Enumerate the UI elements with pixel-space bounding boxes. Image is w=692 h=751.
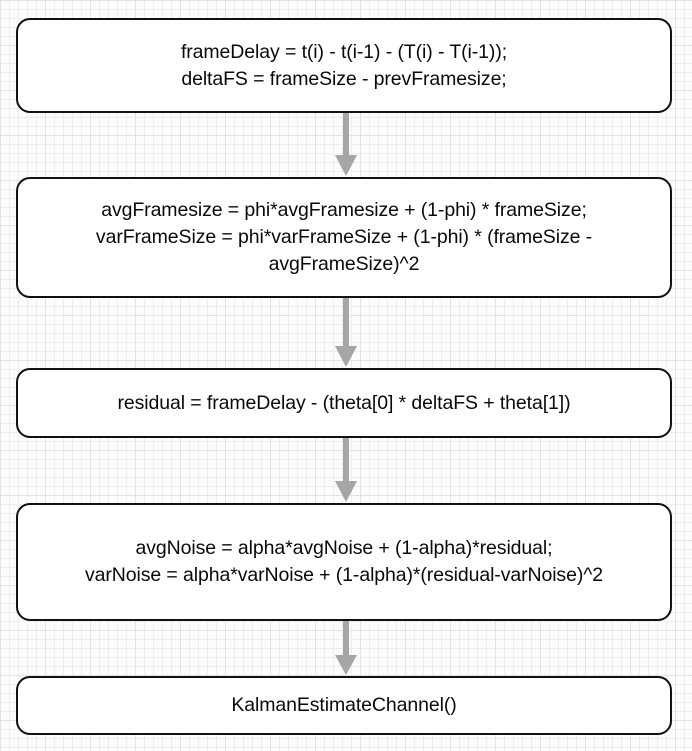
kalman-estimate-channel-node-label: KalmanEstimateChannel() (231, 694, 457, 716)
avg-noise-node-label: avgNoise = alpha*avgNoise + (1-alpha)*re… (84, 537, 604, 586)
residual-node-label: residual = frameDelay - (theta[0] * delt… (117, 391, 571, 414)
kalman-estimate-channel-node[interactable]: KalmanEstimateChannel() (16, 676, 672, 735)
frame-delay-node-label: frameDelay = t(i) - t(i-1) - (T(i) - T(i… (180, 40, 508, 90)
frame-delay-node[interactable]: frameDelay = t(i) - t(i-1) - (T(i) - T(i… (16, 18, 672, 113)
avg-framesize-node[interactable]: avgFramesize = phi*avgFramesize + (1-phi… (16, 177, 672, 298)
arrow-down-icon (335, 438, 357, 502)
arrow-down-icon (335, 113, 357, 176)
arrow-node4-to-node5 (0, 621, 692, 676)
avg-noise-node[interactable]: avgNoise = alpha*avgNoise + (1-alpha)*re… (16, 503, 672, 621)
arrow-node2-to-node3 (0, 298, 692, 368)
arrow-down-icon (335, 298, 357, 367)
arrow-node1-to-node2 (0, 113, 692, 177)
avg-framesize-node-label: avgFramesize = phi*avgFramesize + (1-phi… (95, 199, 593, 275)
arrow-down-icon (335, 621, 357, 675)
residual-node[interactable]: residual = frameDelay - (theta[0] * delt… (16, 368, 672, 438)
arrow-node3-to-node4 (0, 438, 692, 503)
